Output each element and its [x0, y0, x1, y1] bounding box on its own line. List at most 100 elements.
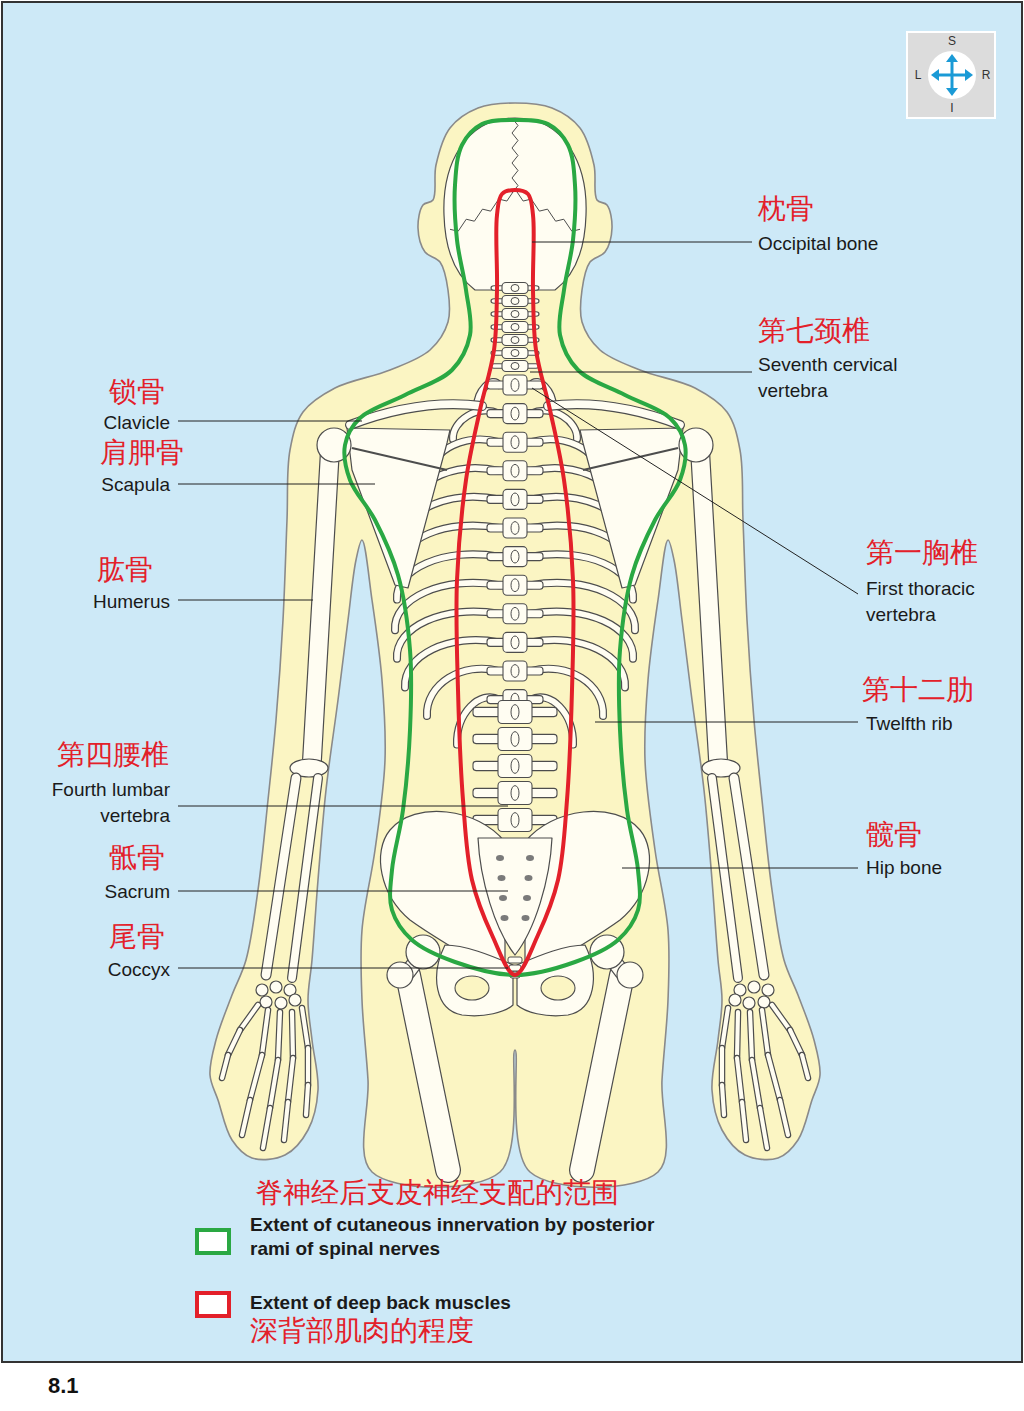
finger-bone — [250, 1055, 262, 1100]
bone-outline — [312, 450, 330, 760]
vertebral-body — [503, 661, 527, 681]
bone-fill — [250, 1055, 262, 1100]
humerus-shaft — [312, 450, 330, 760]
spinous-process — [511, 550, 519, 563]
carpal — [743, 997, 755, 1009]
bone-fill — [240, 1005, 258, 1030]
carpal — [289, 994, 301, 1006]
vertebral-body — [503, 375, 527, 395]
bone-fill — [531, 611, 633, 658]
bone-outline — [270, 1060, 278, 1108]
bone-outline — [719, 1048, 726, 1085]
vertebra — [487, 432, 543, 452]
bone-outline — [284, 1102, 288, 1140]
spinous-process — [511, 336, 519, 343]
bone-fill — [712, 778, 738, 978]
bone-outline — [292, 778, 318, 978]
finger-bone — [737, 1012, 738, 1058]
carpal — [256, 984, 268, 996]
leader-line — [178, 806, 508, 807]
vertebra — [487, 632, 543, 652]
bone-outline — [305, 1048, 312, 1085]
right-limbs — [517, 404, 808, 1170]
vertebra — [487, 604, 543, 624]
legend-text: Extent of deep back muscles — [250, 1291, 675, 1315]
vertebra — [491, 348, 539, 359]
bone-fill — [292, 1012, 293, 1058]
legend-swatch — [197, 1230, 229, 1253]
bone-fill — [284, 1102, 288, 1140]
bone-fill — [742, 1102, 746, 1140]
obturator-foramen — [455, 976, 489, 1000]
bone-outline — [752, 1060, 760, 1108]
bone-outline — [531, 583, 635, 630]
vertebra — [473, 782, 557, 805]
compass-arrowhead — [931, 69, 939, 81]
sacrum-body — [478, 838, 552, 955]
bone-outline — [722, 1085, 724, 1115]
spinous-process — [511, 636, 519, 649]
leader-line — [178, 600, 313, 601]
part-label: 枕骨 — [758, 194, 814, 225]
compass-box — [907, 32, 995, 118]
part-label: 第十二肋 — [862, 675, 974, 706]
bone-outline — [222, 1055, 228, 1078]
greater-trochanter — [387, 962, 413, 988]
legend-heading: 深背部肌肉的程度 — [250, 1316, 474, 1347]
vertebral-body — [502, 322, 528, 333]
sacral-foramen — [523, 895, 531, 901]
bone-fill — [270, 1060, 278, 1108]
bone-fill — [790, 1030, 802, 1055]
compass-arrow — [938, 74, 952, 77]
part-label: Fourth lumbar vertebra — [35, 777, 170, 828]
finger-bone — [780, 1100, 788, 1135]
spinous-process — [511, 310, 519, 317]
vertebral-body — [503, 575, 527, 595]
vertebra — [487, 375, 543, 395]
ulna — [292, 778, 318, 978]
figure-frame — [2, 2, 1022, 1362]
finger-bone — [240, 1005, 258, 1030]
part-label: Humerus — [93, 589, 170, 615]
bone-fill — [802, 1055, 808, 1078]
sacral-foramen — [525, 875, 533, 881]
sacral-foramen — [496, 855, 504, 861]
spinous-process — [511, 493, 519, 506]
part-label: Scapula — [101, 472, 170, 498]
finger-bone — [306, 1085, 308, 1115]
bone-outline — [397, 611, 499, 658]
finger-bone — [263, 1108, 270, 1148]
rib — [395, 583, 499, 630]
part-label: 第七颈椎 — [758, 316, 870, 347]
sacrum — [478, 838, 552, 978]
bone-fill — [262, 1010, 268, 1055]
bone-fill — [531, 583, 635, 630]
obturator-foramen — [541, 976, 575, 1000]
bone-fill — [768, 1055, 780, 1100]
ulna — [712, 778, 738, 978]
sacral-foramen — [526, 855, 534, 861]
bone-fill — [408, 975, 448, 1170]
finger-bone — [737, 1058, 742, 1102]
compass-arrow — [952, 74, 966, 77]
compass-arrowhead — [965, 69, 973, 81]
part-label: Hip bone — [866, 855, 942, 881]
vertebral-body — [503, 604, 527, 624]
bone-outline — [408, 975, 448, 1170]
scapula-spine — [352, 448, 447, 470]
leader-line — [178, 421, 362, 422]
part-label: 肱骨 — [97, 555, 153, 586]
bone-outline — [737, 1012, 738, 1058]
compass-arrow — [951, 75, 954, 89]
bone-fill — [397, 611, 499, 658]
figure-number: 8.1 — [48, 1374, 79, 1398]
bone-outline — [262, 1010, 268, 1055]
bone-outline — [242, 1100, 250, 1135]
bone-fill — [278, 1012, 280, 1060]
legend-swatch — [197, 1293, 229, 1316]
sacral-foramen — [498, 875, 506, 881]
bone-outline — [712, 778, 738, 978]
vertebra — [491, 322, 539, 333]
scapula — [580, 428, 683, 588]
